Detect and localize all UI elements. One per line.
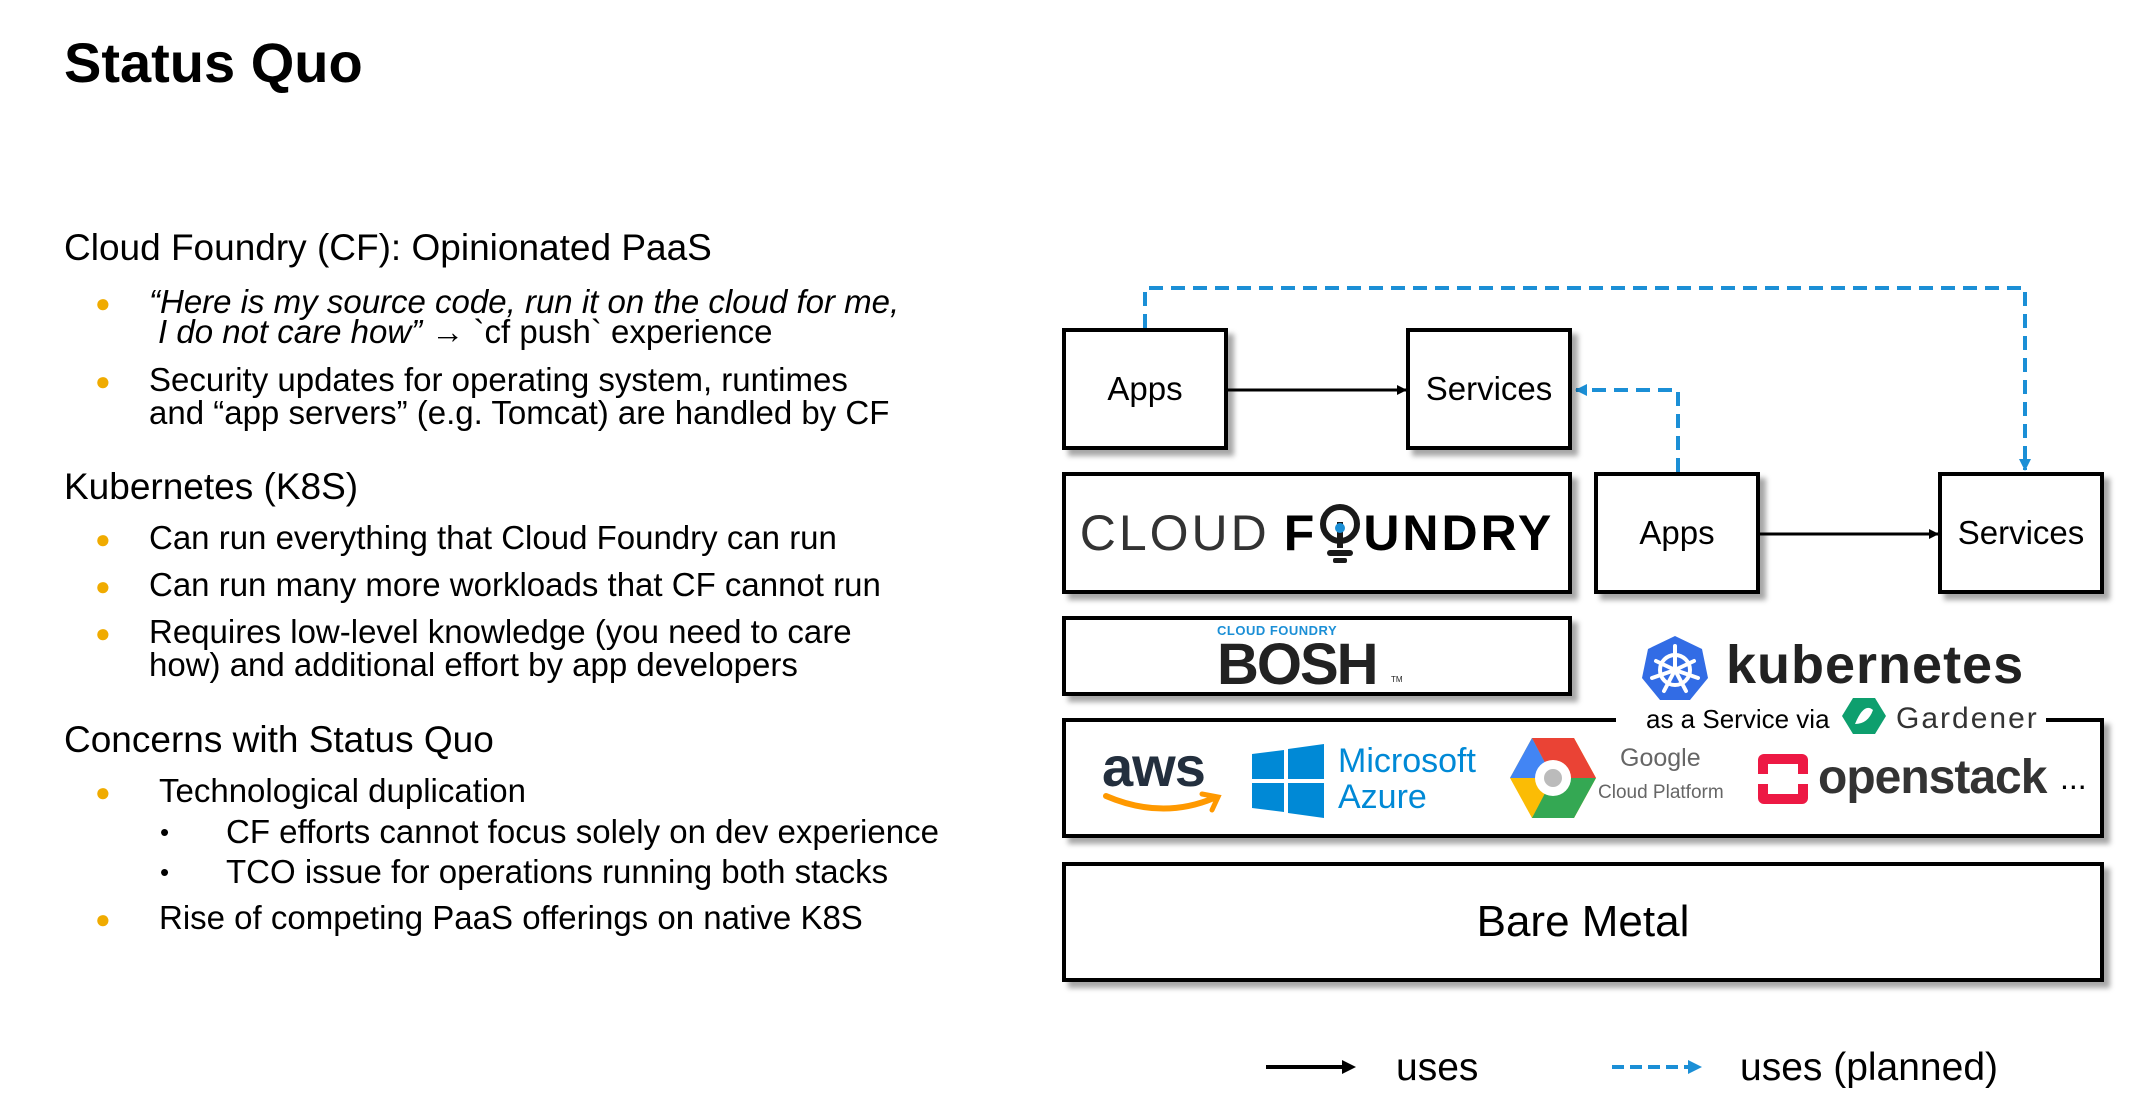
bullet-icon: ● <box>95 288 111 318</box>
bullet-text: Can run everything that Cloud Foundry ca… <box>149 519 837 556</box>
bullet-icon: ● <box>95 904 111 934</box>
sub-bullet-text: TCO issue for operations running both st… <box>226 853 889 890</box>
sub-bullet-icon: • <box>160 857 170 887</box>
sub-bullet-text: CF efforts cannot focus solely on dev ex… <box>226 813 939 850</box>
bullet-icon: ● <box>95 571 111 601</box>
bullet-text: “Here is my source code, run it on the c… <box>149 283 900 320</box>
legend-dashed-arrow <box>1612 1060 1702 1074</box>
bullet-icon: ● <box>95 618 111 648</box>
bosh-logo: CLOUD FOUNDRY BOSH TM <box>1217 623 1403 697</box>
sub-bullet-icon: • <box>160 817 170 847</box>
more-providers-ellipsis: ... <box>2060 760 2087 796</box>
bullet-text: I do not care how” → `cf push` experienc… <box>158 313 773 350</box>
section-heading-k8s: Kubernetes (K8S) <box>64 466 359 507</box>
bullet-text: Can run many more workloads that CF cann… <box>149 566 881 603</box>
bare-metal-box: Bare Metal <box>1062 862 2104 982</box>
bullet-text: Rise of competing PaaS offerings on nati… <box>159 899 863 936</box>
openstack-logo: openstack <box>1758 750 2058 810</box>
gardener-caption: as a Service via Gardener <box>1616 698 2046 736</box>
k8s-apps-box: Apps <box>1594 472 1760 594</box>
planned-arrow-k8s-apps-to-cf-services <box>1575 384 1680 472</box>
azure-logo: Microsoft Azure <box>1252 742 1492 824</box>
cloud-foundry-box: CLOUD F UNDRY <box>1062 472 1572 594</box>
cloud-foundry-logo: CLOUD F UNDRY <box>1080 500 1555 566</box>
aws-smile-icon <box>1103 791 1222 813</box>
k8s-services-box: Services <box>1938 472 2104 594</box>
bullet-text: Technological duplication <box>159 772 526 809</box>
planned-arrow-apps-to-k8s-services <box>1143 286 2031 471</box>
bullet-text: and “app servers” (e.g. Tomcat) are hand… <box>149 394 890 431</box>
section-heading-cf: Cloud Foundry (CF): Opinionated PaaS <box>64 227 712 268</box>
k8s-apps-label: Apps <box>1639 514 1715 551</box>
bullet-text: Security updates for operating system, r… <box>149 361 848 398</box>
legend-uses-label: uses <box>1396 1046 1479 1089</box>
cf-apps-box: Apps <box>1062 328 1228 450</box>
k8s-services-label: Services <box>1957 514 2085 551</box>
cf-services-box: Services <box>1406 328 1572 450</box>
bosh-box: CLOUD FOUNDRY BOSH TM <box>1062 616 1572 697</box>
cf-apps-label: Apps <box>1107 370 1183 407</box>
bare-metal-label: Bare Metal <box>1476 897 1690 946</box>
cloud-foundry-pin-icon <box>1320 504 1361 563</box>
openstack-icon <box>1758 754 1808 804</box>
gardener-icon <box>1842 698 1886 734</box>
bullet-text: Requires low-level knowledge (you need t… <box>149 613 852 650</box>
bullet-icon: ● <box>95 777 111 807</box>
google-cloud-hexagon-icon <box>1510 738 1596 818</box>
section-heading-concerns: Concerns with Status Quo <box>64 719 494 760</box>
slide-title: Status Quo <box>64 31 363 94</box>
bullet-icon: ● <box>95 366 111 396</box>
bullet-text: how) and additional effort by app develo… <box>149 646 798 683</box>
bullet-icon: ● <box>95 524 111 554</box>
kubernetes-helm-icon <box>1642 636 1708 700</box>
cf-services-label: Services <box>1425 370 1553 407</box>
aws-logo: aws <box>1102 734 1232 824</box>
google-cloud-logo: Google Cloud Platform <box>1508 736 1738 822</box>
iaas-box: aws Microsoft Azure Google Cloud Platfor… <box>1062 718 2104 838</box>
legend-solid-arrow <box>1266 1060 1356 1074</box>
kubernetes-logo: kubernetes <box>1640 634 2060 704</box>
legend-uses-planned-label: uses (planned) <box>1740 1046 1998 1089</box>
windows-flag-icon <box>1252 744 1324 818</box>
